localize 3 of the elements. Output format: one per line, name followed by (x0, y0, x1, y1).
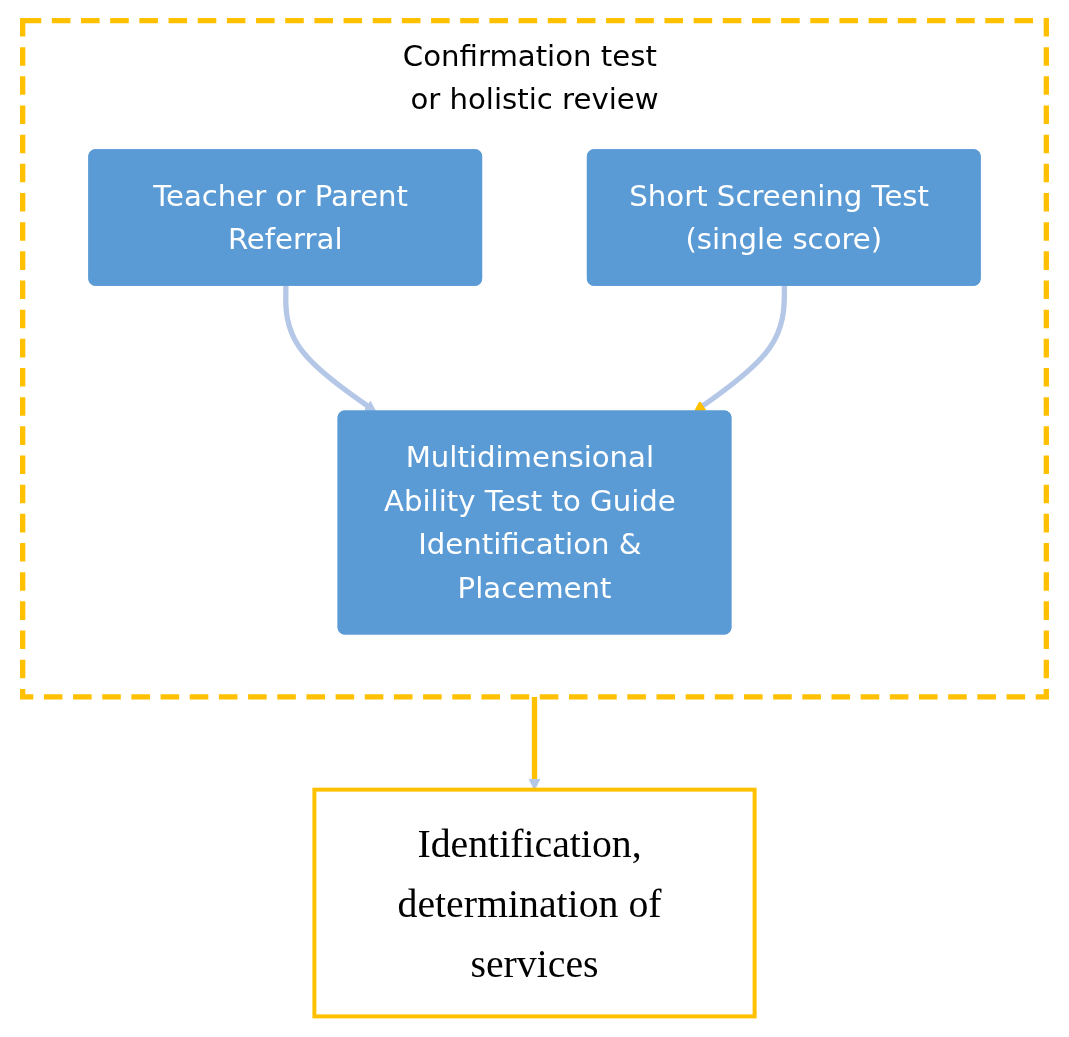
arrow (693, 285, 788, 413)
node-box: Identification, determination of services (312, 787, 757, 1019)
arrow (283, 285, 377, 413)
